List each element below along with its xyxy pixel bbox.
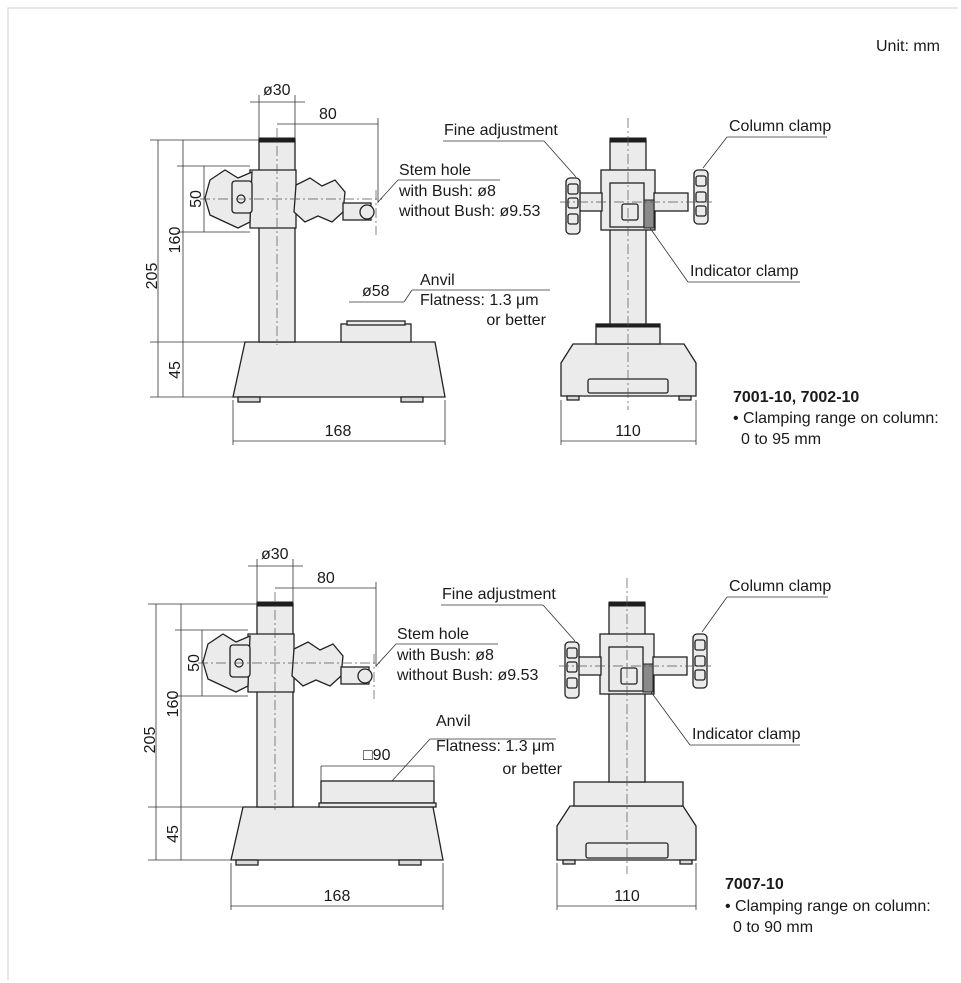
front-view-bottom	[556, 578, 711, 874]
clamping-range-value: 0 to 95 mm	[741, 431, 821, 448]
fine-adjustment-label: Fine adjustment	[442, 586, 556, 603]
indicator-holder	[621, 203, 639, 221]
base	[232, 341, 446, 398]
dimensions-bottom	[148, 559, 556, 910]
dim-labels-bottom: ø30 80 205 160 50 45 168 □90	[142, 546, 391, 905]
stem-hole-with-bush: with Bush: ø8	[396, 647, 494, 664]
callouts-bottom: Stem hole with Bush: ø8 without Bush: ø9…	[396, 626, 563, 778]
clamping-range-label: • Clamping range on column:	[725, 898, 931, 915]
model-note-bottom: 7007-10 • Clamping range on column: 0 to…	[725, 876, 931, 936]
model-number: 7007-10	[725, 876, 784, 893]
dim-labels-top: ø30 80 205 160 50 45 168 ø58	[144, 82, 390, 440]
dim-height: 205	[142, 727, 159, 754]
knob-hub	[231, 180, 253, 214]
dim-stem-dia: ø30	[261, 546, 289, 563]
front-dims-top: 110 Fine adjustment Column clamp Indicat…	[443, 118, 831, 445]
anvil-or-better: or better	[502, 761, 562, 778]
dim-stem-span: 50	[186, 654, 203, 672]
anvil-top	[346, 320, 406, 326]
unit-label: Unit: mm	[876, 38, 940, 55]
column-clamp-label: Column clamp	[729, 578, 831, 595]
indicator-holder	[620, 667, 638, 685]
dimensions-top	[150, 95, 550, 445]
side-view-top	[200, 128, 446, 403]
base	[230, 806, 444, 861]
knob-hub	[229, 644, 251, 678]
stem-hole-without-bush: without Bush: ø9.53	[398, 203, 541, 220]
anvil	[573, 781, 684, 807]
foot	[398, 859, 422, 866]
anvil-title: Anvil	[436, 713, 471, 730]
foot	[237, 396, 261, 403]
dim-width: 168	[325, 423, 352, 440]
fine-adjustment-label: Fine adjustment	[444, 122, 558, 139]
clamping-range-value: 0 to 90 mm	[733, 919, 813, 936]
indicator-clamp-label: Indicator clamp	[690, 263, 799, 280]
anvil-flatness: Flatness: 1.3 μm	[436, 738, 555, 755]
dim-stem-span: 50	[188, 190, 205, 208]
stem-hole-without-bush: without Bush: ø9.53	[396, 667, 539, 684]
anvil-flatness: Flatness: 1.3 μm	[420, 292, 539, 309]
side-view-bottom	[198, 592, 444, 866]
indicator-clamp-label: Indicator clamp	[692, 726, 801, 743]
clamp-knob	[291, 641, 344, 687]
dim-width: 168	[324, 888, 351, 905]
model-number: 7001-10, 7002-10	[733, 389, 859, 406]
anvil-or-better: or better	[486, 312, 546, 329]
anvil-title: Anvil	[420, 272, 455, 289]
dim-width-front: 110	[614, 888, 640, 905]
page-frame	[7, 7, 958, 980]
foot	[566, 395, 580, 401]
dim-base-height: 45	[165, 825, 182, 843]
dim-height: 205	[144, 263, 161, 290]
column-clamp-label: Column clamp	[729, 118, 831, 135]
stem-hole-title: Stem hole	[397, 626, 469, 643]
foot	[678, 395, 692, 401]
foot	[562, 859, 576, 865]
front-dims-bottom: 110 Fine adjustment Column clamp Indicat…	[441, 578, 831, 910]
dim-width-front: 110	[615, 423, 641, 440]
dim-column: 160	[165, 691, 182, 718]
indicator-clamp	[642, 663, 654, 693]
foot	[235, 859, 259, 866]
anvil-size: □90	[363, 747, 391, 764]
dim-reach: 80	[319, 106, 337, 123]
dim-column: 160	[167, 227, 184, 254]
dim-reach: 80	[317, 570, 335, 587]
callouts-top: Stem hole with Bush: ø8 without Bush: ø9…	[398, 162, 547, 329]
stem-hole-with-bush: with Bush: ø8	[398, 183, 496, 200]
anvil	[340, 323, 412, 343]
stem-hole	[357, 668, 373, 684]
indicator-clamp	[643, 199, 655, 229]
anvil	[320, 780, 435, 804]
foot	[679, 859, 693, 865]
clamp-knob	[293, 177, 346, 223]
dim-base-height: 45	[167, 361, 184, 379]
clamping-range-label: • Clamping range on column:	[733, 410, 939, 427]
anvil-bottom	[318, 802, 437, 808]
foot	[400, 396, 424, 403]
dim-stem-dia: ø30	[263, 82, 291, 99]
stem-hole	[359, 204, 375, 220]
anvil-size: ø58	[362, 283, 390, 300]
front-view-top	[560, 118, 712, 410]
model-note-top: 7001-10, 7002-10 • Clamping range on col…	[733, 389, 939, 448]
stem-hole-title: Stem hole	[399, 162, 471, 179]
